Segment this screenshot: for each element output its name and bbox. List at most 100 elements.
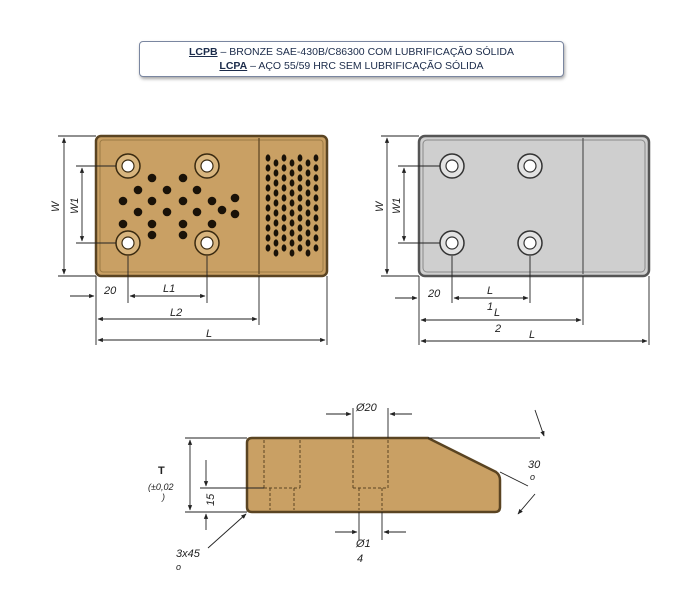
dim-label-1l-main: L <box>494 307 500 319</box>
lubricant-dot <box>313 154 319 162</box>
legend-line-lcpb: LCPB – BRONZE SAE-430B/C86300 COM LUBRIF… <box>140 45 563 59</box>
mounting-hole <box>439 230 465 256</box>
lubricant-dot <box>289 249 295 257</box>
lubricant-dot <box>281 174 287 182</box>
lcpb-code: LCPB <box>188 46 218 58</box>
lubricant-dot <box>273 169 279 177</box>
lubricant-dot <box>305 179 311 187</box>
lubricant-dot <box>289 159 295 167</box>
dim-label-chamfer: 3x45 <box>176 548 201 560</box>
legend-line-lcpa: LCPA – AÇO 55/59 HRC SEM LUBRIFICAÇÃO SÓ… <box>140 59 563 73</box>
dim-label-w1: W1 <box>391 198 403 215</box>
lubricant-dot <box>305 189 311 197</box>
lubricant-dot <box>305 239 311 247</box>
mounting-hole <box>115 153 141 179</box>
lubricant-dot <box>178 173 188 183</box>
mounting-hole <box>517 153 543 179</box>
lubricant-dot <box>281 154 287 162</box>
dim-label-tolerance: (±0,02 <box>148 482 173 492</box>
dim-label-15: 15 <box>205 493 217 506</box>
lubricant-dot <box>297 214 303 222</box>
hidden-hole-lines <box>263 440 389 510</box>
lubricant-dot <box>289 229 295 237</box>
lubricant-dot <box>313 214 319 222</box>
lubricant-dot <box>289 209 295 217</box>
lubricant-dot <box>273 249 279 257</box>
dim-label-chamfer-deg: o <box>176 562 181 572</box>
side-section-view: Ø20 T (±0,02 ) 15 Ø1 4 3x45 o 30 o <box>148 402 545 572</box>
dim-label-d14-digit: 4 <box>357 553 363 565</box>
lubricant-dot <box>281 204 287 212</box>
lubricant-dot <box>178 196 188 206</box>
dim-label-20: 20 <box>103 285 117 297</box>
bronze-plate-inner-edge <box>99 139 324 273</box>
right-plate-view: W W1 20 L 1 L 2 L <box>374 134 651 345</box>
steel-plate-inner-edge <box>422 139 646 273</box>
bronze-section-body <box>245 436 502 514</box>
dim-label-w1: W1 <box>69 198 81 215</box>
lubricant-dot <box>147 219 157 229</box>
dimension-lines-right <box>381 135 650 345</box>
lubricant-dot <box>207 196 217 206</box>
material-legend: LCPB – BRONZE SAE-430B/C86300 COM LUBRIF… <box>139 41 564 77</box>
dim-label-d20: Ø20 <box>355 402 378 414</box>
lubricant-dot <box>273 179 279 187</box>
dim-label-l-inner: L <box>487 285 493 297</box>
lubricant-dot <box>313 194 319 202</box>
lubricant-dot <box>313 174 319 182</box>
lcpb-description: – BRONZE SAE-430B/C86300 COM LUBRIFICAÇÃ… <box>217 46 515 58</box>
lcpa-code: LCPA <box>219 60 248 72</box>
lubricant-dot <box>265 194 271 202</box>
lubricant-dot <box>147 173 157 183</box>
lubricant-dot <box>281 184 287 192</box>
lubricant-dot <box>162 185 172 195</box>
lubricant-dot <box>305 219 311 227</box>
lubricant-dot <box>178 230 188 240</box>
lubricant-dot <box>281 224 287 232</box>
dim-label-l: L <box>206 328 212 340</box>
lubricant-dot <box>178 219 188 229</box>
dim-label-angle-deg: o <box>530 472 535 482</box>
lubricant-dot <box>265 204 271 212</box>
lubricant-dot <box>313 204 319 212</box>
lubricant-dot <box>265 224 271 232</box>
lubricant-dot <box>305 209 311 217</box>
lubricant-dot <box>305 159 311 167</box>
lubricant-dot <box>289 169 295 177</box>
mounting-hole <box>439 153 465 179</box>
lubricant-dot <box>281 234 287 242</box>
lubricant-dot <box>297 204 303 212</box>
dimension-lines-left <box>58 135 328 345</box>
lubricant-dots-right <box>265 154 319 257</box>
lubricant-dots-left <box>118 173 240 240</box>
dimension-lines-side <box>185 408 545 549</box>
lcpa-description: – AÇO 55/59 HRC SEM LUBRIFICAÇÃO SÓLIDA <box>247 60 484 72</box>
lubricant-dot <box>118 196 128 206</box>
lubricant-dot <box>281 194 287 202</box>
lubricant-dot <box>313 224 319 232</box>
dim-label-w: W <box>50 200 62 212</box>
dim-label-l2: L2 <box>170 307 182 319</box>
lubricant-dot <box>217 205 227 215</box>
lubricant-dot <box>133 185 143 195</box>
lubricant-dot <box>313 184 319 192</box>
dim-label-2: 2 <box>494 323 501 335</box>
lubricant-dot <box>230 193 240 203</box>
lubricant-dot <box>273 219 279 227</box>
lubricant-dot <box>273 199 279 207</box>
lubricant-dot <box>265 214 271 222</box>
lubricant-dot <box>265 184 271 192</box>
dim-label-tolerance-close: ) <box>161 492 165 502</box>
lubricant-dot <box>289 179 295 187</box>
dim-label-l: L <box>529 329 535 341</box>
lubricant-dot <box>289 239 295 247</box>
mounting-hole <box>517 230 543 256</box>
lubricant-dot <box>289 199 295 207</box>
steel-plate-body <box>417 134 651 278</box>
dim-label-angle: 30 <box>528 459 541 471</box>
lubricant-dot <box>281 244 287 252</box>
lubricant-dot <box>289 189 295 197</box>
lubricant-dot <box>265 234 271 242</box>
lubricant-dot <box>265 174 271 182</box>
